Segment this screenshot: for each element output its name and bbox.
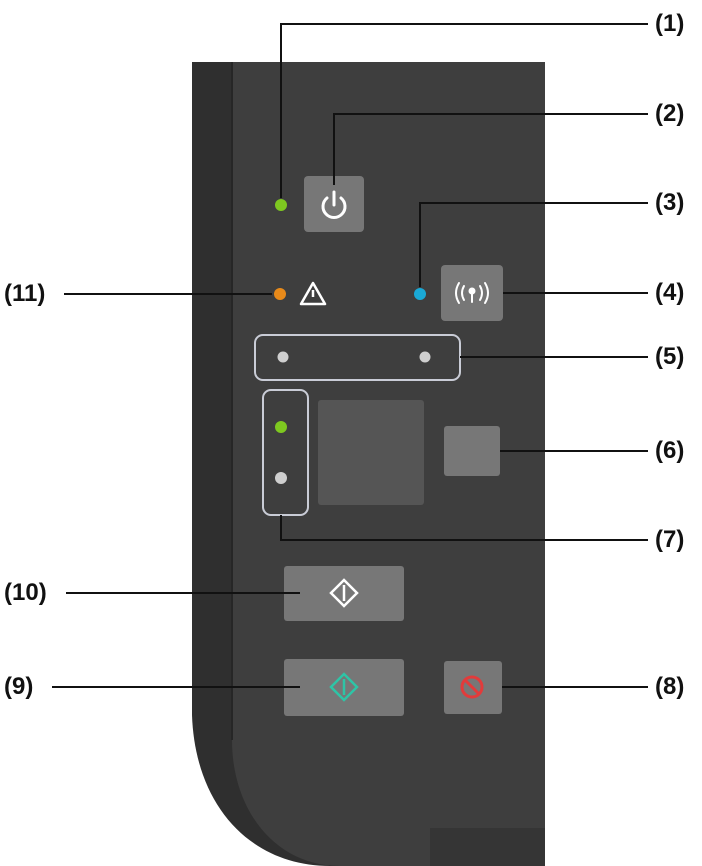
callout-5: (5) [655,343,685,370]
power-icon [321,190,347,219]
warning-triangle-icon [299,281,327,306]
callout-10: (10) [4,579,47,606]
status-lamp-bottom [275,472,287,484]
wifi-icon [455,282,489,304]
leader-lines [52,23,648,688]
start-diamond-icon [329,578,359,608]
callout-1: (1) [655,10,685,37]
power-lamp [275,199,287,211]
callout-3: (3) [655,189,685,216]
callout-4: (4) [655,279,685,306]
status-lamp-top [275,421,287,433]
callout-11: (11) [4,280,46,307]
callout-8: (8) [655,673,685,700]
stop-icon [460,675,484,699]
led-display [318,400,424,505]
leader-1 [280,23,648,198]
callout-6: (6) [655,437,685,464]
copies-button[interactable] [444,426,500,476]
status-lamps-outline [262,389,309,516]
alarm-lamp [274,288,286,300]
paper-lamp-left [277,351,289,363]
leader-3 [419,202,648,287]
paper-lamp-right [419,351,431,363]
start-diamond-icon [329,672,359,702]
callout-9: (9) [4,673,34,700]
callout-2: (2) [655,100,685,127]
leader-7 [280,515,648,541]
wifi-lamp [414,288,426,300]
callout-7: (7) [655,526,685,553]
leader-2 [333,113,648,185]
